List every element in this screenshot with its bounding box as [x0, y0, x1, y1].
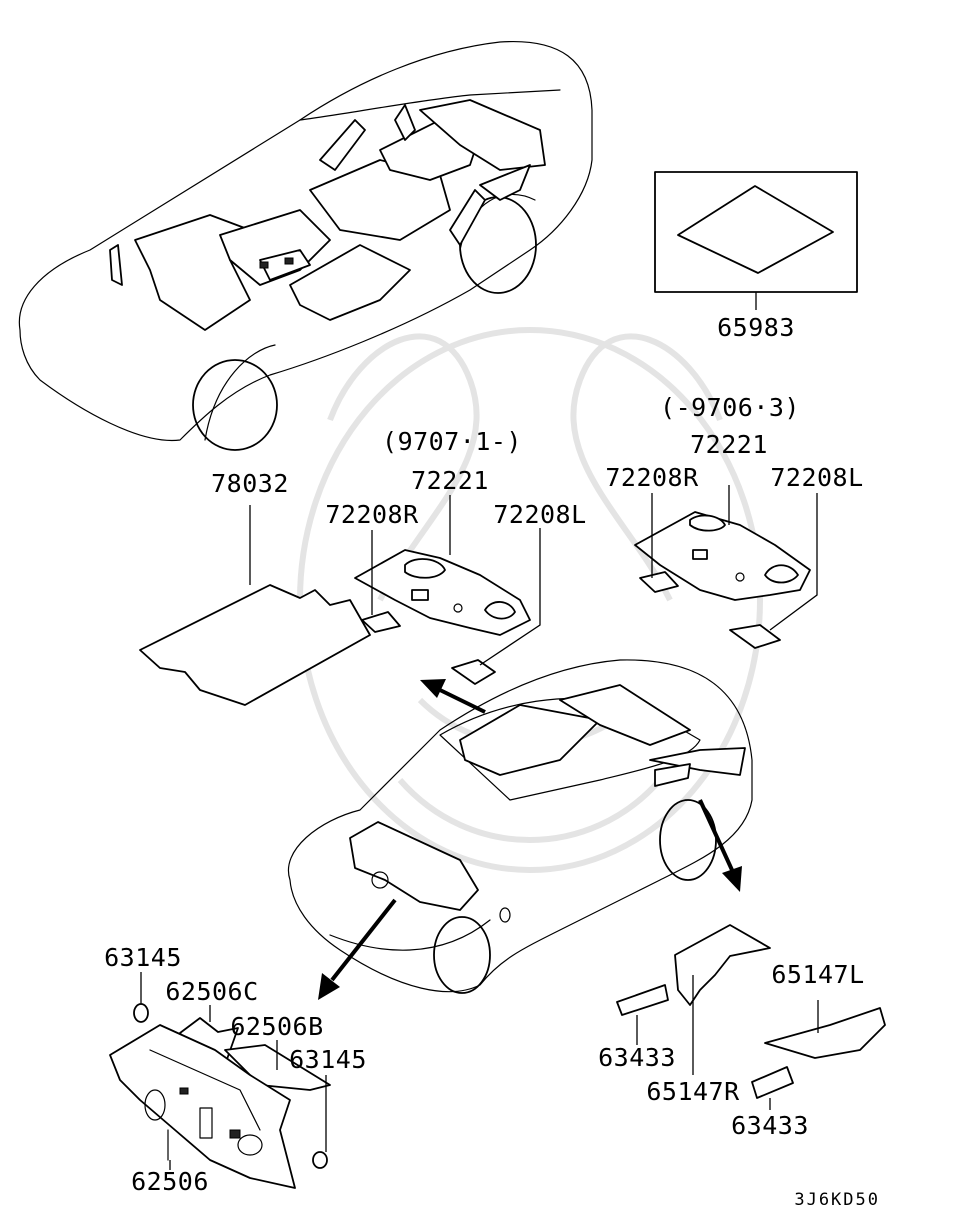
label-62506B: 62506B [230, 1012, 323, 1041]
label-72208L-right: 72208L [770, 463, 863, 492]
arrow-to-trunk-parts [420, 679, 486, 714]
car-middle-view [287, 659, 753, 994]
arrow-to-quarter-parts [698, 799, 742, 892]
label-range-9706: (-9706·3) [660, 393, 800, 422]
label-65147R: 65147R [646, 1077, 740, 1106]
quarter-panel-group [616, 924, 886, 1110]
diagram-code: 3J6KD50 [794, 1190, 880, 1210]
part-65983-sheet [654, 171, 858, 310]
label-72208R-right: 72208R [605, 463, 699, 492]
label-62506: 62506 [131, 1167, 209, 1196]
label-72221-right: 72221 [690, 430, 768, 459]
label-72208R-left: 72208R [325, 500, 419, 529]
arrow-to-dash-parts [318, 898, 397, 1000]
label-72221-left: 72221 [411, 466, 489, 495]
rear-shelf-set-right [634, 485, 818, 649]
label-65147L: 65147L [771, 960, 864, 989]
dash-panel-group [109, 972, 331, 1189]
label-72208L-left: 72208L [493, 500, 586, 529]
label-63433-right: 63433 [731, 1111, 809, 1140]
label-78032: 78032 [211, 469, 289, 498]
trunk-mat-78032 [139, 505, 371, 706]
label-65983: 65983 [717, 313, 795, 342]
label-range-9707: (9707·1-) [382, 427, 522, 456]
label-63145-top: 63145 [104, 943, 182, 972]
car-top-floor-view [18, 40, 593, 451]
label-62506C: 62506C [165, 977, 258, 1006]
label-63145-right: 63145 [289, 1045, 367, 1074]
rear-shelf-set-left [354, 495, 541, 685]
label-63433-left: 63433 [598, 1043, 676, 1072]
